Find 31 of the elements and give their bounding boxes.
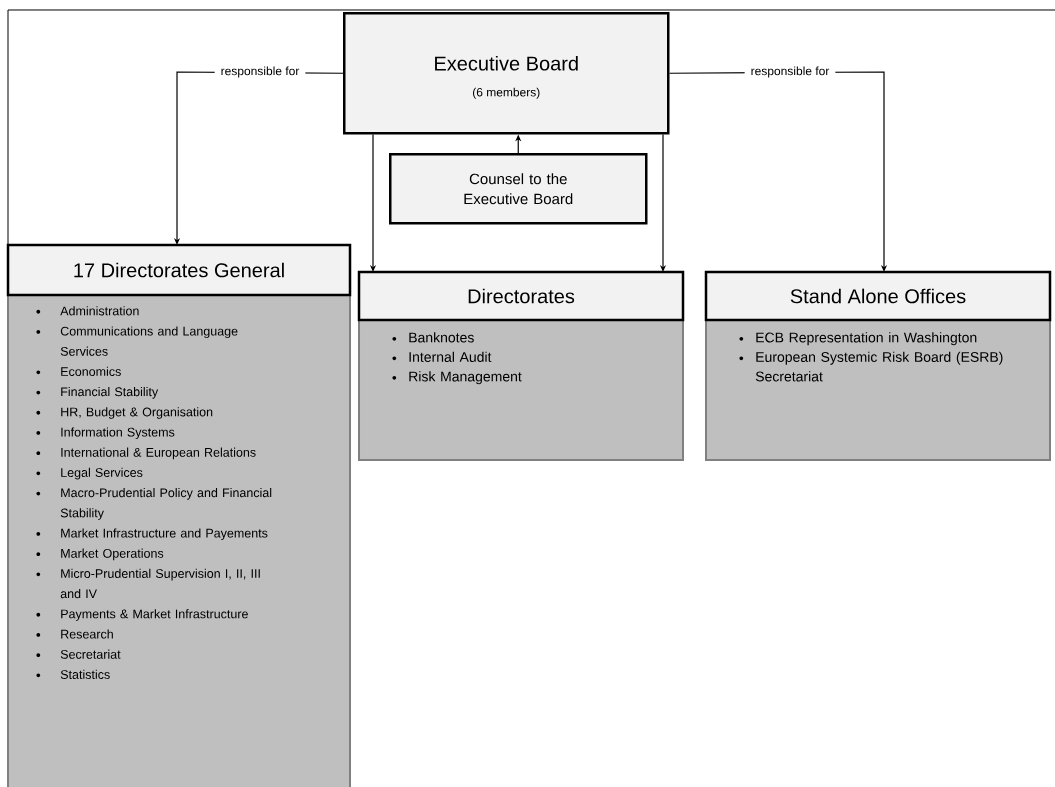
list-item: Payments & Market Infrastructure — [36, 609, 248, 621]
list-item: Economics — [36, 366, 121, 376]
list-item: Legal Services — [36, 467, 143, 480]
list-item: International & European Relations — [36, 447, 256, 460]
list-item: Financial Stability — [36, 387, 159, 399]
list-item: ECB Representation in Washington — [739, 332, 977, 346]
edge-label: responsible for — [214, 60, 306, 84]
group-panel: 17 Directorates General Administration Communications and Language Services Economics Financial Stability HR, Budget & Organisation Information Systems International & European Relations Legal Services Macro-Prudential Policy and Financial Stability Market Infrastructure and Payements Market Operations Micro-Prudential Supervision I, II, III and IV Payments & Market Infrastructure Research Secretariat Statistics — [6, 243, 352, 787]
list-item: Banknotes — [392, 332, 474, 343]
list-item: Market Operations — [36, 548, 164, 561]
node-label: 17 Directorates General — [74, 262, 284, 278]
list-item: Internal Audit — [392, 351, 492, 362]
group-panel: Directorates Banknotes Internal Audit Risk Management — [357, 270, 685, 461]
list-item: European Systemic Risk Board (ESRB) Secretariat — [739, 351, 1003, 382]
edge-label: responsible for — [744, 60, 836, 84]
list-item: Market Infrastructure and Payements — [36, 528, 268, 541]
node-label: Stand Alone Offices — [790, 288, 966, 304]
list-item: Macro-Prudential Policy and Financial Stability — [36, 488, 272, 520]
list-item: Communications and Language Services — [36, 326, 238, 356]
list-item: Micro-Prudential Supervision I, II, III and IV — [36, 568, 260, 599]
node-label: Directorates — [468, 288, 575, 304]
list-item: Information Systems — [36, 427, 175, 440]
list-item: HR, Budget & Organisation — [36, 407, 213, 419]
list-item: Statistics — [36, 669, 110, 679]
list-item: Administration — [36, 306, 139, 316]
list-item: Research — [36, 629, 113, 639]
group-panel: Stand Alone Offices ECB Representation in Washington European Systemic Risk Board (ESRB) Secretariat — [704, 270, 1052, 461]
counsel-box: Counsel to the Executive Board — [389, 153, 648, 225]
list-item: Secretariat — [36, 649, 121, 659]
list-item: Risk Management — [392, 371, 522, 385]
board-box: Executive Board (6 members) — [343, 12, 670, 135]
